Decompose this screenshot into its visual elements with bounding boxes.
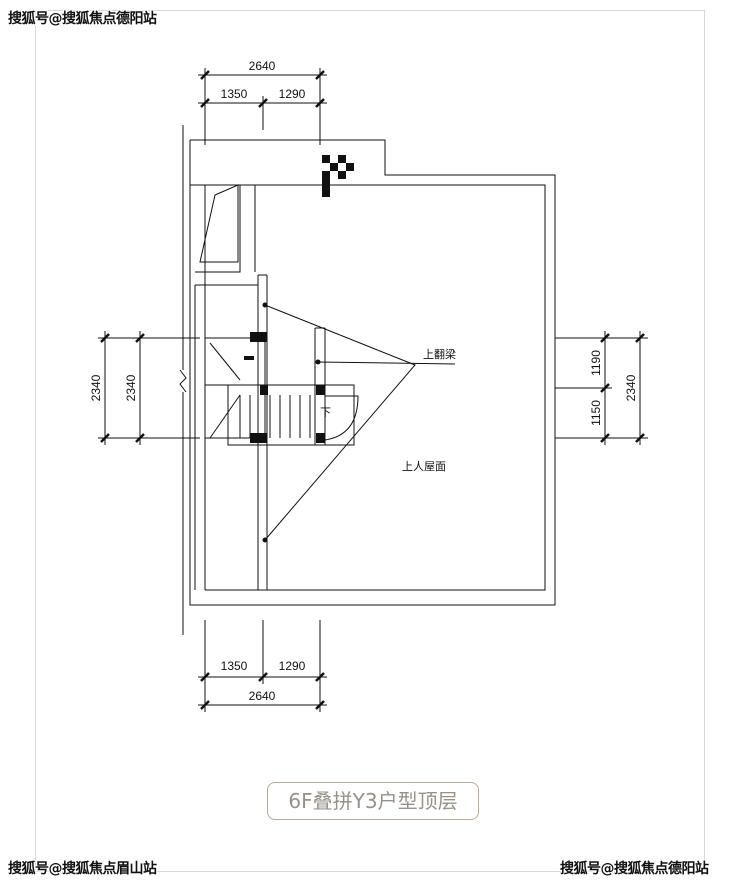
columns [244, 155, 354, 443]
right-dim-total: 2340 [624, 374, 638, 401]
top-dim-left: 1350 [221, 87, 248, 101]
stair-down-label: 下 [320, 406, 331, 419]
bottom-dim-left: 1350 [221, 659, 248, 673]
right-dimensions: 1190 1150 2340 [555, 331, 648, 445]
left-dim-inner: 2340 [124, 374, 138, 401]
right-dim-lower: 1150 [589, 400, 603, 426]
watermark-top-left: 搜狐号@搜狐焦点德阳站 [8, 11, 157, 27]
top-dimensions: 2640 1350 1290 [198, 59, 327, 145]
watermark-bottom-right: 搜狐号@搜狐焦点德阳站 [560, 861, 709, 877]
watermark-bottom-left: 搜狐号@搜狐焦点眉山站 [8, 861, 157, 877]
roof-label: 上人屋面 [402, 460, 446, 473]
beam-leader-lines [262, 302, 456, 543]
walls [179, 125, 556, 635]
right-dim-upper: 1190 [589, 350, 603, 376]
left-dimensions: 2340 2340 [89, 331, 200, 445]
bottom-dim-right: 1290 [279, 659, 306, 673]
bottom-dimensions: 1350 1290 2640 [198, 620, 327, 712]
left-dim-outer: 2340 [89, 374, 103, 401]
drawing-frame [35, 10, 705, 872]
plan-title: 6F叠拼Y3户型顶层 [267, 782, 479, 820]
beam-label: 上翻梁 [423, 347, 456, 361]
top-dim-right: 1290 [279, 87, 306, 101]
bottom-dim-total: 2640 [249, 689, 276, 703]
top-dim-total: 2640 [249, 59, 276, 73]
